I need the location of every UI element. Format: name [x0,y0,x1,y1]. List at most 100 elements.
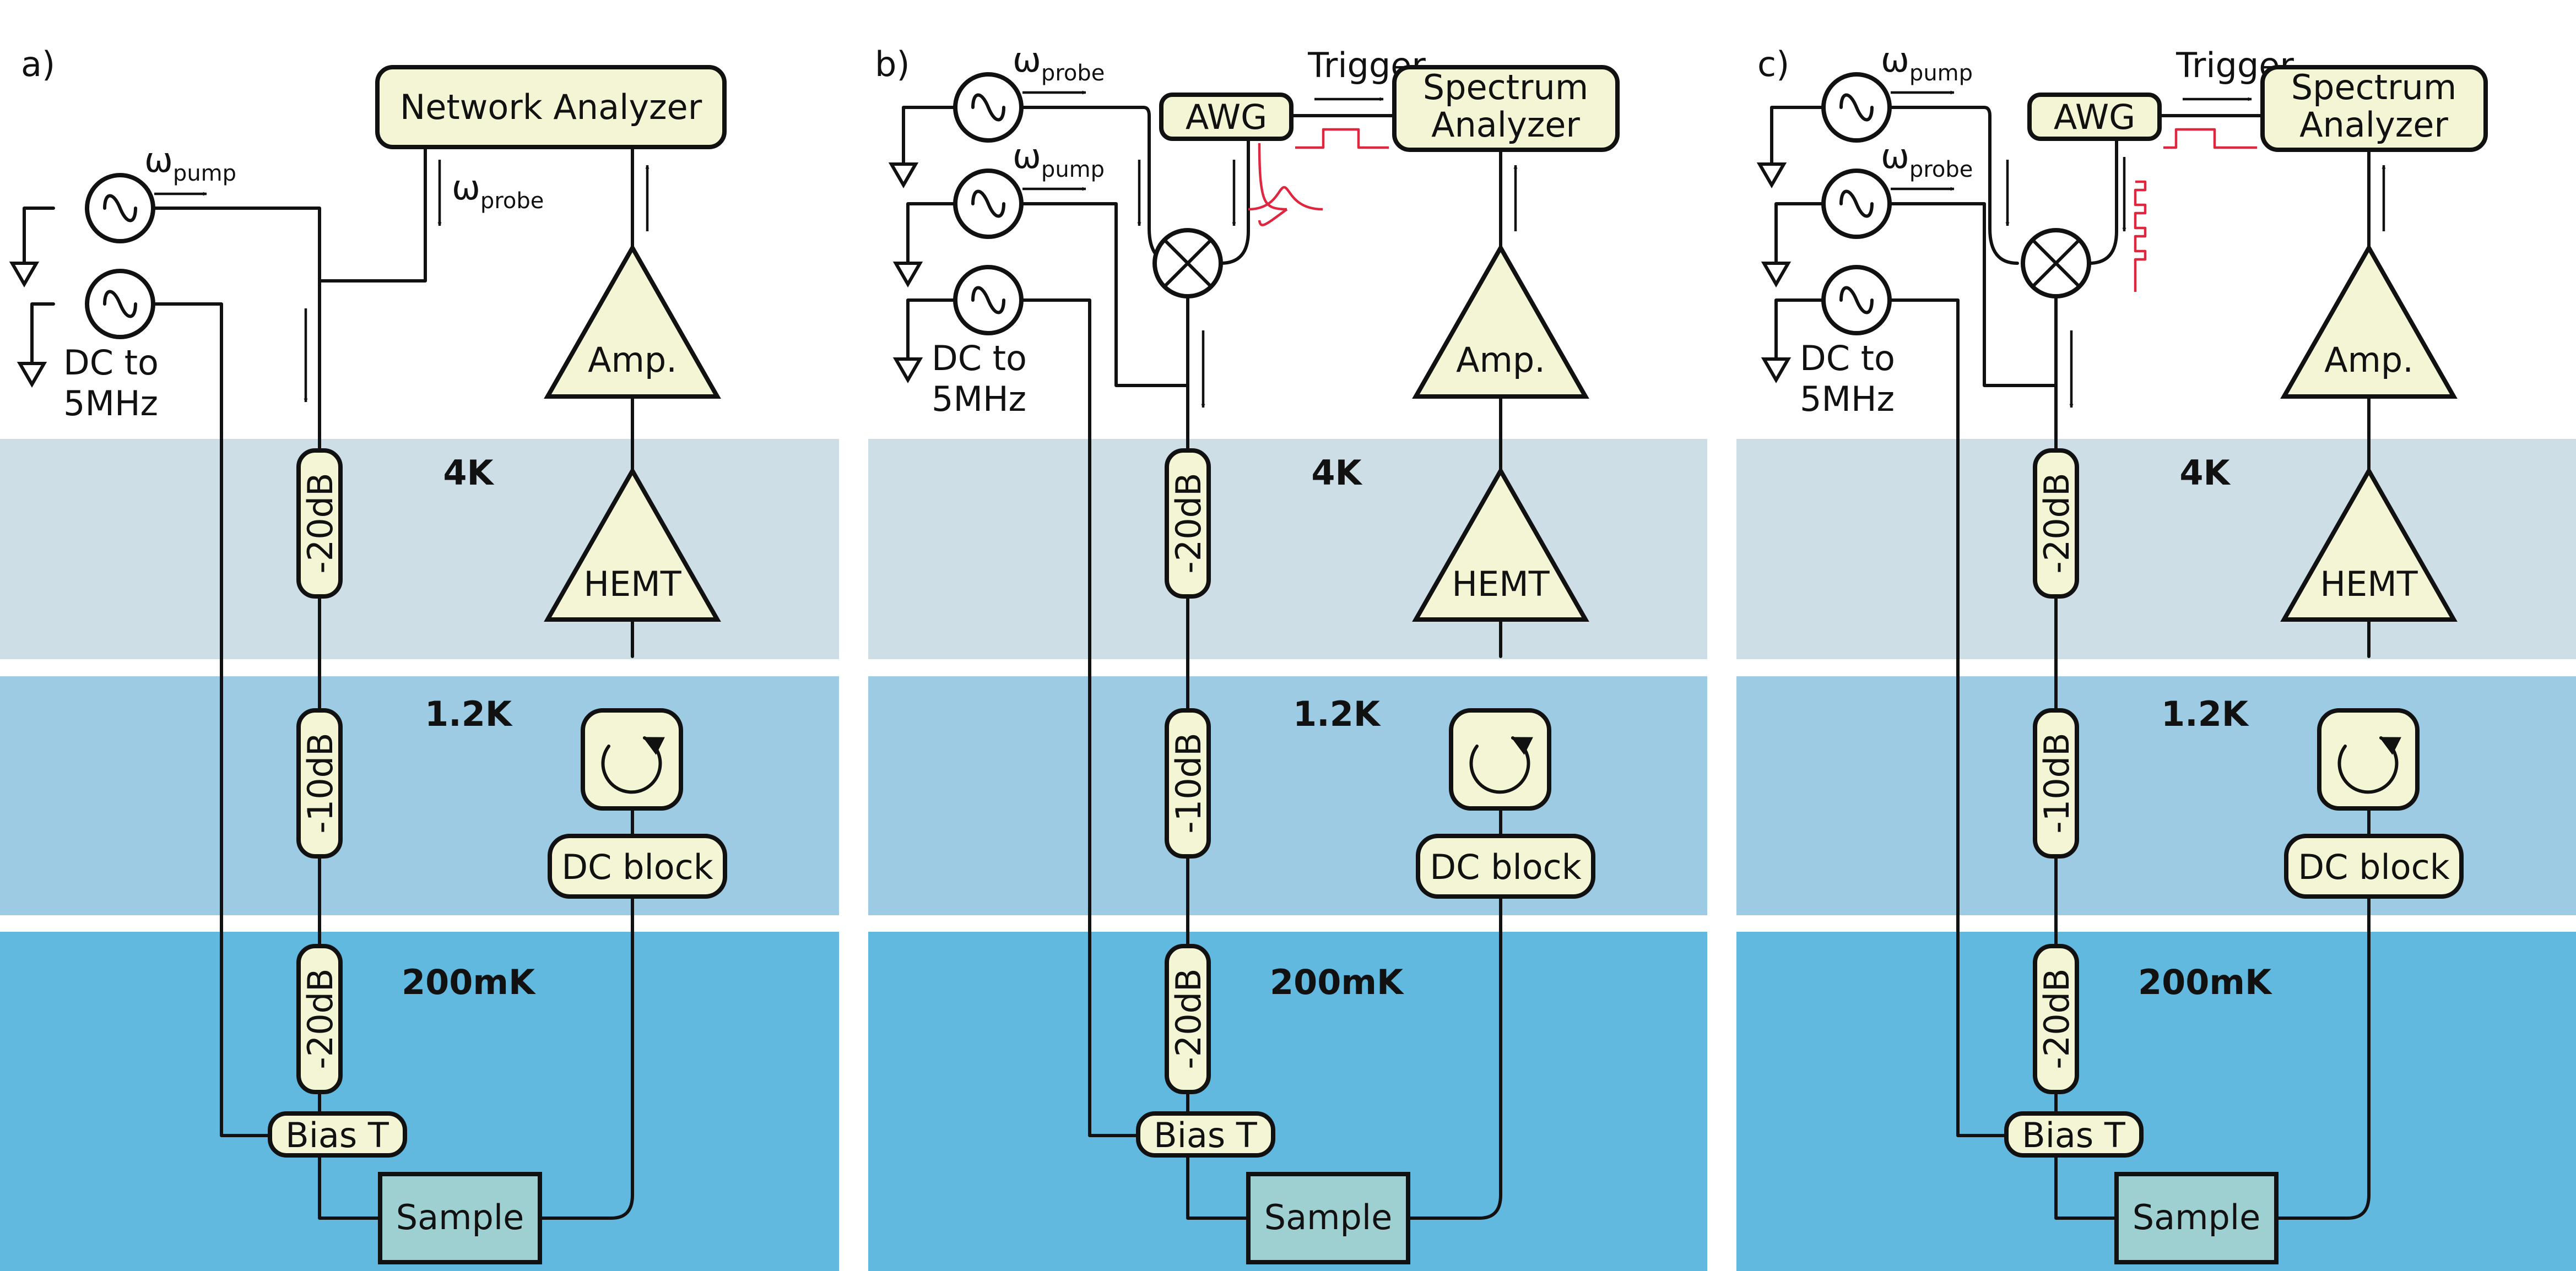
ground-icon [1761,357,1792,383]
ground-icon [892,262,923,287]
attenuator-20db-200mk [1165,944,1211,1094]
circulator-icon [601,736,665,794]
sample [2114,1172,2279,1264]
attenuator-20db-200mk [2033,944,2079,1094]
attenuator-20db-4k [1165,448,1211,599]
dc-block [1416,834,1595,899]
svg-text:Amp.: Amp. [1456,340,1545,380]
mixer-icon [1152,228,1223,298]
svg-text:AWG: AWG [2054,97,2135,137]
sine-source-icon [953,169,1024,239]
sample [1246,1172,1410,1264]
sample [378,1172,542,1264]
trigger-pulse-icon [2163,128,2257,149]
svg-text:Sample: Sample [2133,1197,2260,1237]
attenuator-10db [1165,708,1211,859]
dc-block [2284,834,2464,899]
svg-text:-10dB: -10dB [2037,732,2077,833]
stage-label-200mk: 200mK [2138,962,2272,1002]
ground-icon [1756,162,1787,188]
ground-icon [1761,262,1792,287]
bias-t [1136,1111,1275,1158]
panel-label: b) [875,44,910,84]
stage-label-200mk: 200mK [402,962,536,1002]
stage-label-4k: 4K [2179,453,2231,493]
bias-t [2004,1111,2144,1158]
dc-block [548,834,727,899]
sine-source-icon [1821,72,1892,143]
circulator-icon [2337,736,2402,794]
hemt-amplifier [544,466,721,622]
awg-box [2027,93,2162,141]
attenuator-10db [2033,708,2079,859]
gaussian-pulse-icon [1258,143,1288,226]
awg-box [1159,93,1294,141]
svg-text:-20dB: -20dB [1168,472,1209,573]
attenuator-20db-200mk [296,944,343,1094]
svg-text:-20dB: -20dB [2037,968,2077,1069]
svg-text:HEMT: HEMT [1452,564,1550,604]
hemt-amplifier [1412,466,1589,622]
hemt-amplifier [2280,466,2458,622]
pulse-train-icon [2134,180,2147,292]
amplifier [1412,243,1589,399]
sine-source-icon [85,173,155,243]
ground-icon [892,357,923,383]
network-analyzer-box [375,65,727,149]
stage-label-1k2: 1.2K [425,694,513,734]
svg-text:-20dB: -20dB [300,472,340,573]
panel-label: c) [1757,44,1789,84]
sine-source-icon [85,269,155,339]
panel-label: a) [21,44,55,84]
band-4k [1736,439,2576,659]
svg-text:Amp.: Amp. [2324,340,2413,380]
mixer-icon [2021,228,2091,298]
attenuator-20db-4k [296,448,343,599]
ground-icon [888,162,919,188]
source-2-label: ωpump [1013,136,1105,182]
panel-b: b) ωprobe ωpu [868,40,1707,1271]
source-2-label: ωprobe [1881,136,1973,182]
spectrum-analyzer-box [1392,65,1620,152]
svg-text:Sample: Sample [1264,1197,1392,1237]
spectrum-analyzer-box [2260,65,2488,152]
svg-text:Bias T: Bias T [1154,1115,1258,1155]
svg-text:-10dB: -10dB [300,732,340,833]
source-1-label: ωpump [144,140,236,186]
svg-text:-20dB: -20dB [300,968,340,1069]
attenuator-10db [296,708,343,859]
svg-text:DC block: DC block [561,847,713,887]
amplifier [2280,243,2458,399]
svg-text:DC block: DC block [1430,847,1581,887]
attenuator-20db-4k [2033,448,2079,599]
svg-text:AWG: AWG [1186,97,1267,137]
sine-source-icon [953,72,1024,143]
stage-label-1k2: 1.2K [2161,694,2249,734]
amplifier [544,243,721,399]
svg-text:-20dB: -20dB [2037,472,2077,573]
band-4k [0,439,839,659]
source-2-label: ωprobe [452,167,544,214]
svg-text:-10dB: -10dB [1168,732,1209,833]
svg-text:Bias T: Bias T [285,1115,389,1155]
ground-icon [17,362,47,388]
circulator [2317,708,2420,811]
circulator [581,708,683,811]
stage-label-4k: 4K [443,453,494,493]
svg-text:HEMT: HEMT [2320,564,2418,604]
stage-label-200mk: 200mK [1270,962,1404,1002]
stage-label-4k: 4K [1311,453,1362,493]
sine-source-icon [953,265,1024,335]
svg-text:-20dB: -20dB [1168,968,1209,1069]
band-4k [868,439,1707,659]
bias-t [268,1111,407,1158]
instrument-label: Network Analyzer [400,87,702,127]
source-1-label: ωprobe [1013,40,1105,86]
